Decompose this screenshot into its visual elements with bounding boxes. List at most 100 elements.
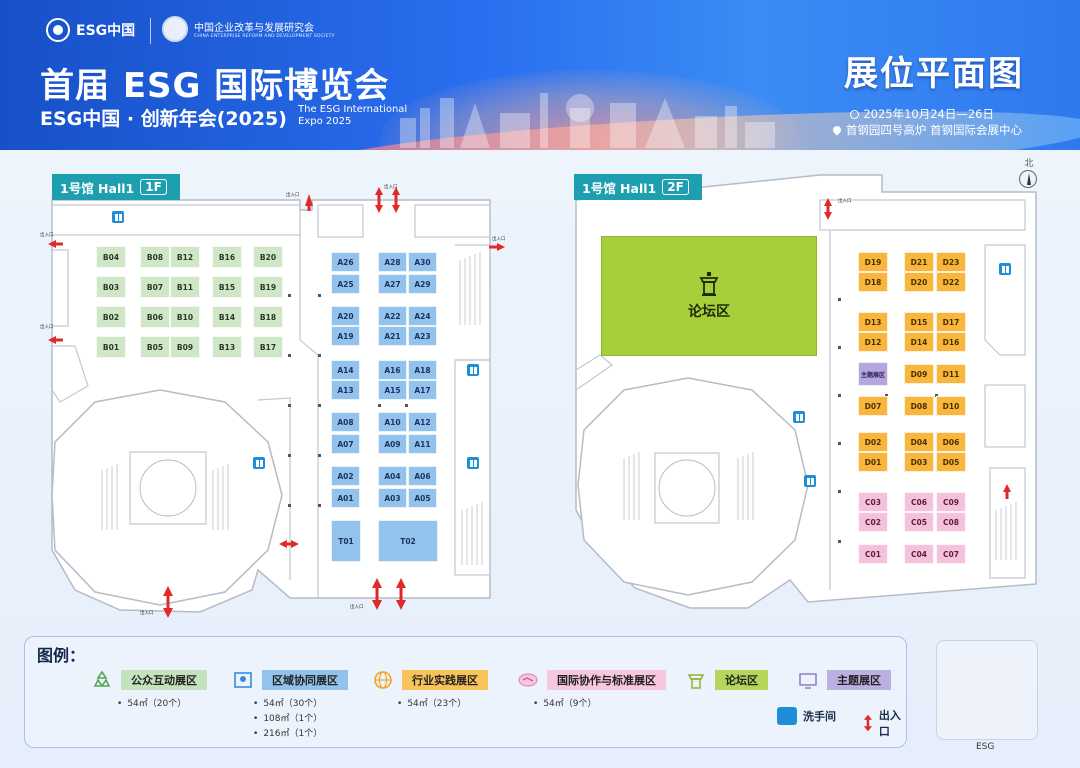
booth-b17[interactable]: B17 [253,336,283,358]
booth-a16[interactable]: A16 [378,360,407,380]
legend-item-forum: 论坛区 [683,667,768,693]
booth-a02[interactable]: A02 [331,466,360,486]
legend-item-regional: 区域协同展区 [230,667,348,693]
booth-a12[interactable]: A12 [408,412,437,432]
booth-a11[interactable]: A11 [408,434,437,454]
booth-a21[interactable]: A21 [378,326,407,346]
booth-c09[interactable]: C09 [936,492,966,512]
booth-a30[interactable]: A30 [408,252,437,272]
booth-d09[interactable]: D09 [904,364,934,384]
booth-b05[interactable]: B05 [140,336,170,358]
booth-d06[interactable]: D06 [936,432,966,452]
booth-d15[interactable]: D15 [904,312,934,332]
booth-a17[interactable]: A17 [408,380,437,400]
booth-d13[interactable]: D13 [858,312,888,332]
booth-d16[interactable]: D16 [936,332,966,352]
washroom-icon [467,457,479,469]
booth-a04[interactable]: A04 [378,466,407,486]
booth-t02[interactable]: T02 [378,520,438,562]
booth-a24[interactable]: A24 [408,306,437,326]
booth-d21[interactable]: D21 [904,252,934,272]
forum-area[interactable]: 论坛区 [601,236,817,356]
booth-主题展区[interactable]: 主题展区 [858,362,888,386]
booth-d18[interactable]: D18 [858,272,888,292]
booth-d14[interactable]: D14 [904,332,934,352]
booth-a26[interactable]: A26 [331,252,360,272]
booth-b01[interactable]: B01 [96,336,126,358]
booth-a27[interactable]: A27 [378,274,407,294]
booth-a06[interactable]: A06 [408,466,437,486]
expo-subtitle: ESG中国 · 创新年会(2025) [40,108,287,130]
booth-a10[interactable]: A10 [378,412,407,432]
map-pin-icon [230,667,256,693]
booth-a18[interactable]: A18 [408,360,437,380]
booth-c01[interactable]: C01 [858,544,888,564]
booth-b13[interactable]: B13 [212,336,242,358]
booth-c06[interactable]: C06 [904,492,934,512]
booth-a14[interactable]: A14 [331,360,360,380]
booth-a19[interactable]: A19 [331,326,360,346]
legend-item-international: 国际协作与标准展区 [515,667,666,693]
booth-a13[interactable]: A13 [331,380,360,400]
booth-d20[interactable]: D20 [904,272,934,292]
booth-d23[interactable]: D23 [936,252,966,272]
booth-c04[interactable]: C04 [904,544,934,564]
booth-d10[interactable]: D10 [936,396,966,416]
booth-d04[interactable]: D04 [904,432,934,452]
booth-a22[interactable]: A22 [378,306,407,326]
booth-b07[interactable]: B07 [140,276,170,298]
booth-b15[interactable]: B15 [212,276,242,298]
booth-c03[interactable]: C03 [858,492,888,512]
booth-a23[interactable]: A23 [408,326,437,346]
booth-d02[interactable]: D02 [858,432,888,452]
booth-d22[interactable]: D22 [936,272,966,292]
booth-c07[interactable]: C07 [936,544,966,564]
booth-d03[interactable]: D03 [904,452,934,472]
booth-c08[interactable]: C08 [936,512,966,532]
booth-a03[interactable]: A03 [378,488,407,508]
booth-d12[interactable]: D12 [858,332,888,352]
booth-b04[interactable]: B04 [96,246,126,268]
booth-b03[interactable]: B03 [96,276,126,298]
booth-a01[interactable]: A01 [331,488,360,508]
booth-b09[interactable]: B09 [170,336,200,358]
skyline-illustration [400,93,775,148]
booth-d11[interactable]: D11 [936,364,966,384]
event-venue: 首钢园四号高炉 首钢国际会展中心 [831,122,1022,138]
booth-a29[interactable]: A29 [408,274,437,294]
booth-a15[interactable]: A15 [378,380,407,400]
booth-b14[interactable]: B14 [212,306,242,328]
entrance-label: 出入口 [350,605,364,610]
booth-b08[interactable]: B08 [140,246,170,268]
logo-separator [150,18,151,44]
booth-b19[interactable]: B19 [253,276,283,298]
booth-a20[interactable]: A20 [331,306,360,326]
booth-d01[interactable]: D01 [858,452,888,472]
washroom-icon [804,475,816,487]
booth-a07[interactable]: A07 [331,434,360,454]
booth-d08[interactable]: D08 [904,396,934,416]
booth-b11[interactable]: B11 [170,276,200,298]
booth-b06[interactable]: B06 [140,306,170,328]
booth-t01[interactable]: T01 [331,520,361,562]
podium-icon [683,667,709,693]
booth-b20[interactable]: B20 [253,246,283,268]
booth-a25[interactable]: A25 [331,274,360,294]
booth-a05[interactable]: A05 [408,488,437,508]
booth-b12[interactable]: B12 [170,246,200,268]
booth-a08[interactable]: A08 [331,412,360,432]
booth-d19[interactable]: D19 [858,252,888,272]
booth-d07[interactable]: D07 [858,396,888,416]
booth-d17[interactable]: D17 [936,312,966,332]
booth-b10[interactable]: B10 [170,306,200,328]
booth-a28[interactable]: A28 [378,252,407,272]
booth-b02[interactable]: B02 [96,306,126,328]
booth-b16[interactable]: B16 [212,246,242,268]
booth-c05[interactable]: C05 [904,512,934,532]
legend-notes-public: 54㎡（20个） [117,697,186,712]
booth-a09[interactable]: A09 [378,434,407,454]
booth-d05[interactable]: D05 [936,452,966,472]
north-indicator: 北 [1019,156,1039,188]
booth-c02[interactable]: C02 [858,512,888,532]
booth-b18[interactable]: B18 [253,306,283,328]
